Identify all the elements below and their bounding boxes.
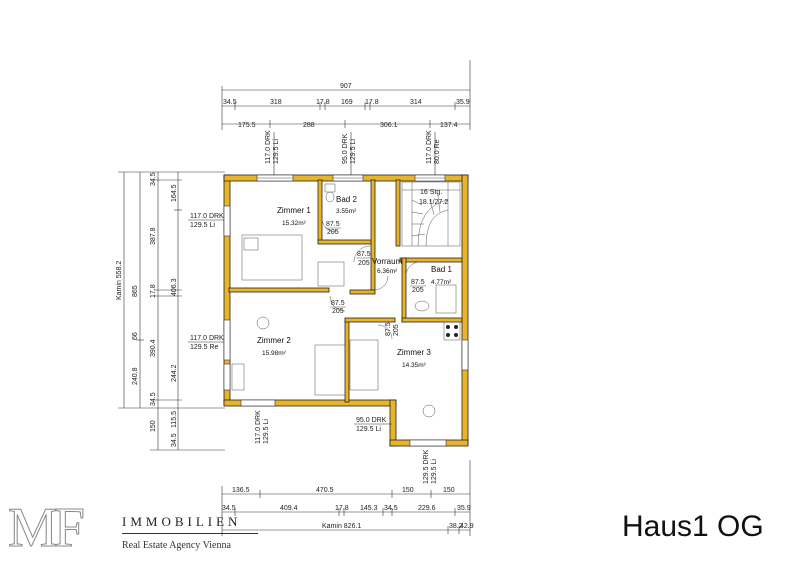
dim-top-r1-0: 34.5 [223, 99, 237, 106]
dim-bot-r2-3: 145.3 [360, 505, 378, 512]
door-labels: 87.5 205 87.5 205 87.5 205 87.5 205 87.5… [325, 221, 426, 336]
dim-left-r1: 406.3 [171, 278, 178, 296]
win-top-2b: 129.5 Li [350, 139, 357, 164]
dim-bot-r2-5: 229.6 [418, 505, 436, 512]
left-dimensions: Kamin 558.2 865 66 240.8 34.5 387.8 17.8… [116, 171, 228, 451]
dim-left-i0: 34.5 [150, 172, 157, 186]
dim-bot-r2-0: 34.5 [222, 505, 236, 512]
logo-tagline: Real Estate Agency Vienna [122, 540, 231, 551]
door-vorraum-w: 87.5 [357, 251, 371, 258]
dim-top-r2-2: 306.1 [380, 122, 398, 129]
furniture [231, 183, 461, 418]
dim-bot-r2-1: 409.4 [280, 505, 298, 512]
dim-left-r2: 244.2 [171, 364, 178, 382]
stairs-label: 16 Stg. [420, 189, 442, 196]
staircase [401, 181, 461, 247]
dim-left-r0: 164.5 [171, 184, 178, 202]
room-area-vorraum: 6.36m² [377, 268, 398, 275]
dim-top-r1-3: 169 [341, 99, 353, 106]
door-bad2-h: 205 [327, 229, 339, 236]
room-name-zimmer2: Zimmer 2 [257, 336, 291, 345]
win-bot-2a: 95.0 DRK [356, 417, 387, 424]
dim-bot-r2-2: 17.8 [335, 505, 349, 512]
win-left-1a: 117.0 DRK [190, 213, 224, 220]
dim-left-i1: 387.8 [150, 227, 157, 245]
room-name-bad1: Bad 1 [431, 265, 452, 274]
win-left-1b: 129.5 Li [190, 222, 215, 229]
room-area-bad1: 4.77m² [431, 279, 452, 286]
bottom-window-labels: 117.0 DRK 129.5 Li 95.0 DRK 129.5 Li 129… [255, 410, 438, 484]
dim-left-i2: 17.8 [150, 284, 157, 298]
dim-left-i4: 34.5 [150, 392, 157, 406]
dim-bot-r1-2: 150 [402, 487, 414, 494]
dim-left-r4: 34.5 [171, 433, 178, 447]
logo-name: IMMOBILIEN [122, 514, 242, 529]
room-labels: Zimmer 1 15.32m² Bad 2 3.55m² Vorraum 6.… [257, 189, 452, 369]
door-vorraum-h: 205 [358, 260, 370, 267]
dim-left-865: 865 [132, 285, 139, 297]
win-bot-3b: 129.5 Li [431, 459, 438, 484]
dim-left-i3: 390.4 [150, 339, 157, 357]
bottom-dimensions: 136.5 470.5 150 150 34.5 409.4 17.8 145.… [221, 460, 474, 536]
dim-top-r2-1: 288 [303, 122, 315, 129]
room-area-zimmer3: 14.35m² [402, 362, 427, 369]
dim-bot-r1-1: 470.5 [316, 487, 334, 494]
dim-top-r2-0: 175.5 [238, 122, 256, 129]
dim-top-r2-3: 137.4 [440, 122, 458, 129]
door-zimmer3-h: 205 [393, 324, 400, 336]
dim-top-r1-1: 318 [270, 99, 282, 106]
dim-top-r1-4: 17.8 [365, 99, 379, 106]
dim-left-kamin: Kamin 558.2 [116, 261, 123, 300]
win-bot-1b: 129.5 Li [263, 419, 270, 444]
win-left-2a: 117.0 DRK [190, 335, 224, 342]
door-zimmer3-w: 87.5 [385, 322, 392, 336]
logo-divider [122, 533, 258, 534]
dim-top-r1-6: 35.9 [456, 99, 470, 106]
dim-bot-r1-3: 150 [443, 487, 455, 494]
dim-bot-r3-0: Kamin 826.1 [322, 523, 361, 530]
win-top-2a: 95.0 DRK [342, 133, 349, 164]
door-bad1-w: 87.5 [411, 279, 425, 286]
door-zimmer2-h: 205 [332, 308, 344, 315]
dim-top-r1-5: 314 [410, 99, 422, 106]
door-bad1-h: 205 [412, 287, 424, 294]
win-top-3b: 80.0 Re [434, 139, 441, 164]
dim-left-66: 66 [132, 332, 139, 340]
top-window-labels: 117.0 DRK 129.5 Li 95.0 DRK 129.5 Li 117… [265, 130, 441, 175]
win-top-1b: 129.5 Li [273, 139, 280, 164]
dim-bot-r1-0: 136.5 [232, 487, 250, 494]
win-top-3a: 117.0 DRK [426, 130, 433, 164]
page-title: Haus1 OG [622, 510, 764, 543]
dim-left-r3: 115.5 [171, 411, 178, 428]
room-area-zimmer2: 15.98m² [262, 350, 287, 357]
room-name-vorraum: Vorraum [372, 257, 403, 266]
dim-bot-r3-2: 42.9 [460, 523, 474, 530]
dim-bot-r2-4: 34.5 [384, 505, 398, 512]
windows [223, 174, 469, 447]
win-top-1a: 117.0 DRK [265, 130, 272, 164]
room-name-zimmer3: Zimmer 3 [397, 348, 431, 357]
top-dimensions: 907 34.5 318 17.8 169 17.8 314 35.9 175.… [221, 60, 471, 130]
logo-mark: MF [8, 497, 86, 559]
dim-bot-r2-6: 35.9 [457, 505, 471, 512]
dim-bot-r3-1: 38.2 [449, 523, 463, 530]
room-name-bad2: Bad 2 [336, 195, 357, 204]
win-bot-3a: 129.5 DRK [423, 449, 430, 484]
door-zimmer2-w: 87.5 [331, 300, 345, 307]
dim-top-r1-2: 17.8 [316, 99, 330, 106]
win-left-2b: 129.5 Re [190, 344, 219, 351]
room-area-zimmer1: 15.32m² [282, 220, 307, 227]
room-area-bad2: 3.55m² [336, 208, 357, 215]
stairs-ratio: 18.1/27.2 [419, 199, 448, 206]
win-bot-2b: 129.5 Li [356, 426, 381, 433]
win-bot-1a: 117.0 DRK [255, 410, 262, 444]
room-name-zimmer1: Zimmer 1 [277, 206, 311, 215]
dim-left-240: 240.8 [132, 367, 139, 385]
dim-top-total: 907 [340, 83, 352, 90]
dim-left-i5: 150 [150, 420, 157, 432]
door-bad2-w: 87.5 [326, 221, 340, 228]
